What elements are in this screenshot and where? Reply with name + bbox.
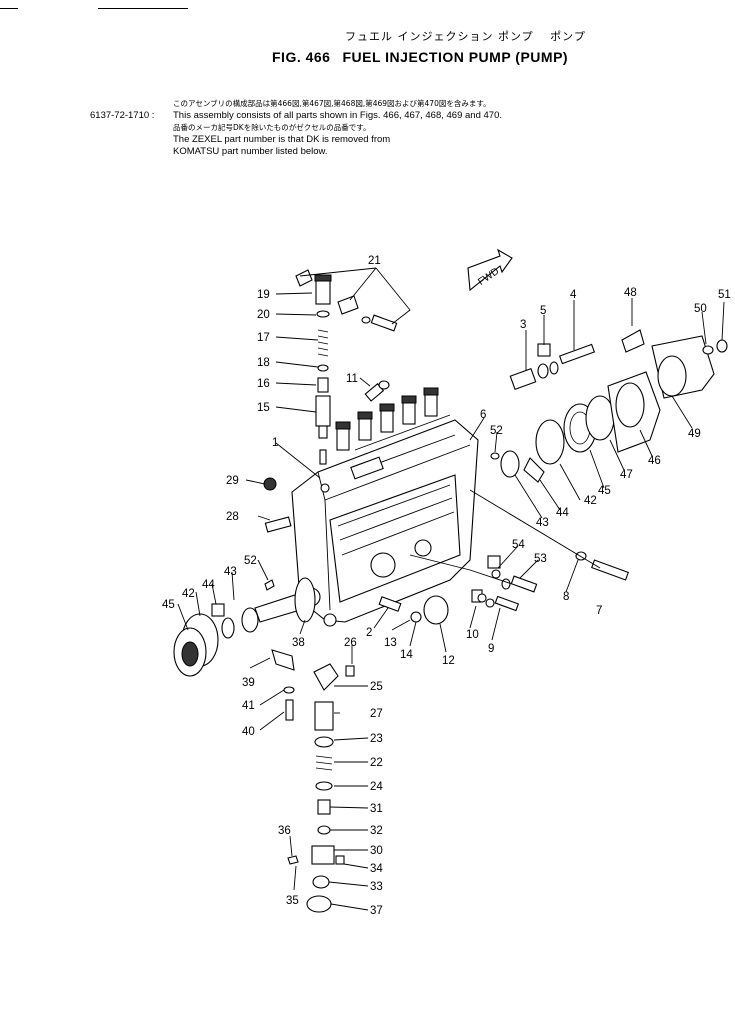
callout-16: 16 <box>257 378 270 390</box>
camshaft-left-end <box>173 477 316 721</box>
callout-8: 8 <box>563 591 569 603</box>
callout-49: 49 <box>688 428 701 440</box>
callout-48: 48 <box>624 287 637 299</box>
note-line: KOMATSU part number listed below. <box>173 146 328 157</box>
callout-9: 9 <box>488 643 494 655</box>
note-line: The ZEXEL part number is that DK is remo… <box>173 134 391 145</box>
callout-51: 51 <box>718 289 731 301</box>
callout-25: 25 <box>370 681 383 693</box>
callout-34: 34 <box>370 863 383 875</box>
callout-24: 24 <box>370 781 383 793</box>
callout-27: 27 <box>370 708 383 720</box>
callout-13: 13 <box>384 637 397 649</box>
callout-15: 15 <box>257 402 270 414</box>
callout-43-right: 43 <box>536 517 549 529</box>
callout-44-left: 44 <box>202 579 215 591</box>
callout-47: 47 <box>620 469 633 481</box>
callout-38: 38 <box>292 637 305 649</box>
callout-50: 50 <box>694 303 707 315</box>
callout-31: 31 <box>370 803 383 815</box>
callout-19: 19 <box>257 289 270 301</box>
callout-52-right: 52 <box>490 425 503 437</box>
note-line: This assembly consists of all parts show… <box>173 110 502 121</box>
note-line-ja: このアセンブリの構成部品は第466図,第467図,第468図,第469図および第… <box>173 99 491 108</box>
figure-number: FIG. 466 <box>272 49 331 65</box>
callout-3: 3 <box>520 319 526 331</box>
callout-43-left: 43 <box>224 566 237 578</box>
callout-28: 28 <box>226 511 239 523</box>
callout-45-right: 45 <box>598 485 611 497</box>
callout-21: 21 <box>368 255 381 267</box>
delivery-valve-holders <box>335 387 439 451</box>
leader-lines <box>177 267 725 911</box>
callout-12: 12 <box>442 655 455 667</box>
callout-44-right: 44 <box>556 507 569 519</box>
callout-10: 10 <box>466 629 479 641</box>
callout-23: 23 <box>370 733 383 745</box>
callout-46: 46 <box>648 455 661 467</box>
bleeder-screw <box>364 380 390 402</box>
callout-39: 39 <box>242 677 255 689</box>
callout-33: 33 <box>370 881 383 893</box>
callout-41: 41 <box>242 700 255 712</box>
callout-11: 11 <box>346 373 358 385</box>
callout-42-left: 42 <box>182 588 195 600</box>
pump-housing <box>291 414 479 627</box>
callout-4: 4 <box>570 289 577 301</box>
callout-37: 37 <box>370 905 383 917</box>
callout-45-left: 45 <box>162 599 175 611</box>
governor-end-assembly <box>490 329 728 581</box>
callout-29: 29 <box>226 475 239 487</box>
figure-name: FUEL INJECTION PUMP (PUMP) <box>342 49 569 65</box>
figure-title: FIG. 466 FUEL INJECTION PUMP (PUMP) <box>272 49 568 65</box>
callout-52-left: 52 <box>244 555 257 567</box>
callout-30: 30 <box>370 845 383 857</box>
callout-14: 14 <box>400 649 413 661</box>
scan-edge-mark <box>0 8 18 9</box>
delivery-valve-stack <box>295 269 398 465</box>
callout-20: 20 <box>257 309 270 321</box>
callout-36: 36 <box>278 825 291 837</box>
callout-6: 6 <box>480 409 486 421</box>
callout-18: 18 <box>257 357 270 369</box>
note-line-ja: 品番のメーカ記号DKを除いたものがゼクセルの品番です。 <box>173 123 371 132</box>
assembly-part-number: 6137-72-1710 : <box>90 110 155 121</box>
callout-22: 22 <box>370 757 383 769</box>
callout-42-right: 42 <box>584 495 597 507</box>
tappet-stack <box>287 663 355 913</box>
callout-35: 35 <box>286 895 299 907</box>
callout-26: 26 <box>344 637 357 649</box>
callout-17: 17 <box>257 332 270 344</box>
callout-53: 53 <box>534 553 547 565</box>
callout-2: 2 <box>366 627 372 639</box>
lower-front-parts <box>378 555 538 625</box>
callout-labels: 1 2 3 4 5 6 7 8 9 10 11 12 13 14 15 16 1… <box>162 255 731 917</box>
fwd-arrow: FWD <box>467 248 513 292</box>
japanese-title: フュエル インジェクション ポンプ ポンプ <box>345 30 586 43</box>
callout-7: 7 <box>596 605 602 617</box>
callout-1: 1 <box>272 437 278 449</box>
callout-54: 54 <box>512 539 525 551</box>
scan-edge-mark <box>98 8 188 9</box>
callout-40: 40 <box>242 726 255 738</box>
callout-32: 32 <box>370 825 383 837</box>
assembly-notes: このアセンブリの構成部品は第466図,第467図,第468図,第469図および第… <box>173 98 502 158</box>
callout-5: 5 <box>540 305 546 317</box>
